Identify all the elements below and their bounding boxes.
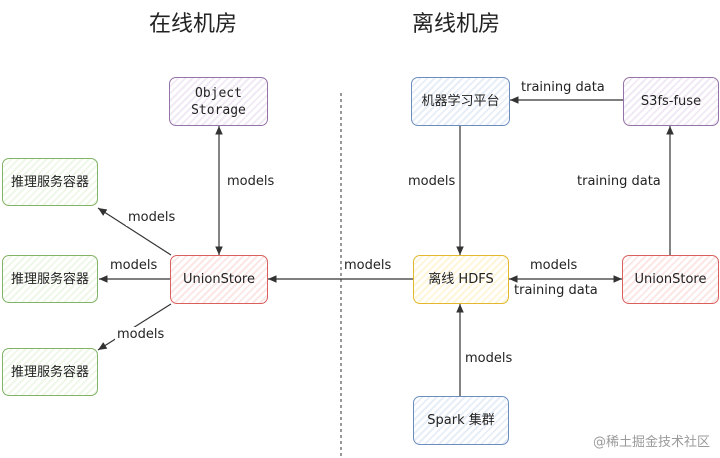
edge-label-union-inf3: models	[115, 327, 167, 343]
online-room-title: 在线机房	[149, 12, 238, 37]
spark-cluster-node: Spark 集群	[413, 396, 509, 445]
edge-label-hdfs-to-union: models	[528, 258, 580, 274]
inference-container-node-3: 推理服务容器	[2, 348, 98, 396]
inference-container-node-1: 推理服务容器	[2, 158, 98, 206]
s3fs-fuse-node: S3fs-fuse	[623, 77, 719, 126]
edge-label-union-to-hdfs: training data	[512, 283, 600, 299]
unionstore-offline-node: UnionStore	[622, 255, 719, 304]
edge-label-ml-hdfs: models	[406, 174, 458, 190]
edge-label-os-union: models	[225, 174, 277, 190]
edge-label-union-s3fs: training data	[575, 174, 663, 190]
edge-unionstore-inference-1	[97, 207, 172, 256]
object-storage-node: Object Storage	[169, 77, 268, 126]
offline-room-title: 离线机房	[412, 12, 501, 37]
watermark: @稀土掘金技术社区	[592, 435, 710, 450]
inference-container-node-2: 推理服务容器	[2, 255, 98, 303]
edge-label-union-inf1: models	[126, 210, 178, 226]
edge-label-spark-hdfs: models	[463, 351, 515, 367]
offline-hdfs-node: 离线 HDFS	[413, 255, 509, 304]
edge-label-hdfs-union: models	[342, 258, 394, 274]
edge-label-union-inf2: models	[108, 258, 160, 274]
edge-label-s3fs-ml: training data	[519, 80, 607, 96]
unionstore-online-node: UnionStore	[170, 255, 268, 304]
ml-platform-node: 机器学习平台	[411, 77, 510, 126]
